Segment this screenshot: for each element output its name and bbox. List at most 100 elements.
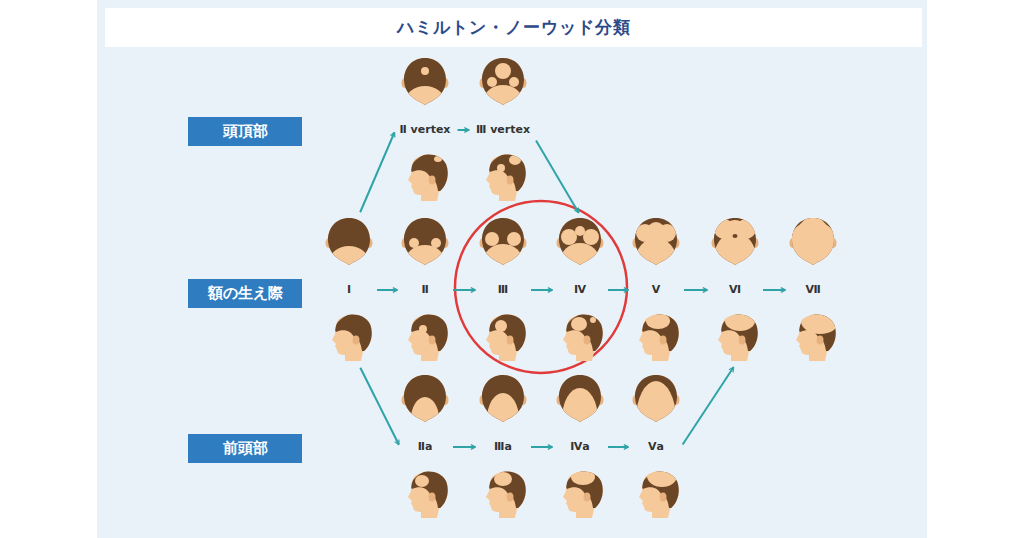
head-top-view <box>324 215 374 265</box>
head-top-view <box>631 372 681 422</box>
bald-front <box>560 243 600 281</box>
head-top-view <box>555 215 605 265</box>
stage-node: Ⅰ <box>324 215 374 365</box>
head-side-view <box>555 468 605 518</box>
stage-node: Ⅳ <box>555 215 605 365</box>
stage-label: Ⅲa <box>494 440 512 454</box>
bald-area <box>646 313 670 329</box>
stage-arrow <box>453 446 475 448</box>
hair-group <box>400 215 450 279</box>
bald-area <box>725 311 755 331</box>
stage-node: Ⅵ <box>710 215 760 365</box>
head-side-view <box>555 311 605 361</box>
hair-group <box>478 372 528 445</box>
bald-crown <box>575 226 585 236</box>
stage-arrow <box>360 133 394 212</box>
head-top-view <box>555 372 605 422</box>
stage-label: Ⅴ <box>652 283 661 297</box>
hair-group <box>410 153 451 191</box>
stage-arrow <box>763 289 785 291</box>
bald-temple <box>409 238 419 248</box>
bald-area <box>647 465 677 487</box>
bald-area <box>419 325 427 333</box>
bald-crown <box>799 217 827 245</box>
hair-group <box>488 470 529 508</box>
hair-group <box>555 372 605 450</box>
hair-group <box>478 55 528 119</box>
hair-group <box>410 313 451 351</box>
stage-arrow <box>608 446 628 448</box>
hair <box>410 470 451 508</box>
stage-arrow <box>683 368 734 445</box>
bald-crown <box>421 67 429 75</box>
hair <box>488 153 529 191</box>
ear <box>429 493 436 502</box>
head-side-view <box>631 311 681 361</box>
hair-group <box>565 313 606 351</box>
stage-label: Ⅰ <box>347 283 351 297</box>
ear <box>584 493 591 502</box>
bald-crown <box>724 220 746 242</box>
bald-area <box>494 472 512 486</box>
category-label: 頭頂部 <box>223 122 268 141</box>
ear <box>429 176 436 185</box>
head-side-view <box>324 311 374 361</box>
hair-group <box>631 215 681 286</box>
hair-group <box>478 215 528 280</box>
category-box: 額の生え際 <box>188 279 302 308</box>
head-top-view <box>400 372 450 422</box>
bald-area <box>415 475 429 487</box>
hair-group <box>488 153 529 191</box>
head-top-view <box>710 215 760 265</box>
hair-group <box>798 308 839 351</box>
head-side-view <box>478 311 528 361</box>
bald-temple <box>485 232 499 246</box>
hair <box>410 313 451 351</box>
stage-label: Ⅱ <box>421 283 428 297</box>
bald-crown <box>434 156 442 162</box>
bald-front <box>329 246 369 278</box>
head-top-view <box>478 215 528 265</box>
stage-arrow <box>536 141 578 213</box>
head-top-view <box>788 215 838 265</box>
diagram-title: ハミルトン・ノーウッド分類 <box>397 16 631 39</box>
hair <box>641 313 682 351</box>
head-top-view <box>478 372 528 422</box>
hair <box>410 153 451 191</box>
stage-node: Ⅱa <box>400 372 450 522</box>
bald-area <box>495 320 507 332</box>
bald-front <box>635 238 677 286</box>
stage-arrow <box>531 446 552 448</box>
ear <box>507 176 514 185</box>
title-bar: ハミルトン・ノーウッド分類 <box>105 8 922 47</box>
hair-group <box>783 215 843 304</box>
ear <box>817 336 824 345</box>
ear <box>660 493 667 502</box>
ear <box>660 336 667 345</box>
head-side-view <box>400 468 450 518</box>
stage-arrow <box>684 289 707 291</box>
stage-arrow <box>377 289 397 291</box>
bald-front <box>483 85 523 119</box>
hair-group <box>555 215 605 281</box>
stage-label: Ⅶ <box>805 283 820 297</box>
bald-front <box>405 245 445 279</box>
stage-node: Ⅲ vertex <box>472 55 535 205</box>
hair-group <box>641 465 682 508</box>
bald-crown <box>590 317 596 323</box>
stage-node: Ⅴ <box>631 215 681 365</box>
stage-label: Ⅳ <box>574 283 586 297</box>
bald-front <box>487 393 519 445</box>
head-top-view <box>400 55 450 105</box>
bald-area <box>801 308 839 334</box>
stage-node: Ⅲ <box>478 215 528 365</box>
stage-label: Ⅱa <box>418 440 433 454</box>
ear <box>353 336 360 345</box>
head-side-view <box>631 468 681 518</box>
bald-temple <box>509 77 519 87</box>
hair-group <box>334 313 375 351</box>
ear <box>507 336 514 345</box>
hair-island <box>733 234 738 238</box>
stage-node: Ⅴa <box>631 372 681 522</box>
stage-label: Ⅲ vertex <box>476 123 530 137</box>
